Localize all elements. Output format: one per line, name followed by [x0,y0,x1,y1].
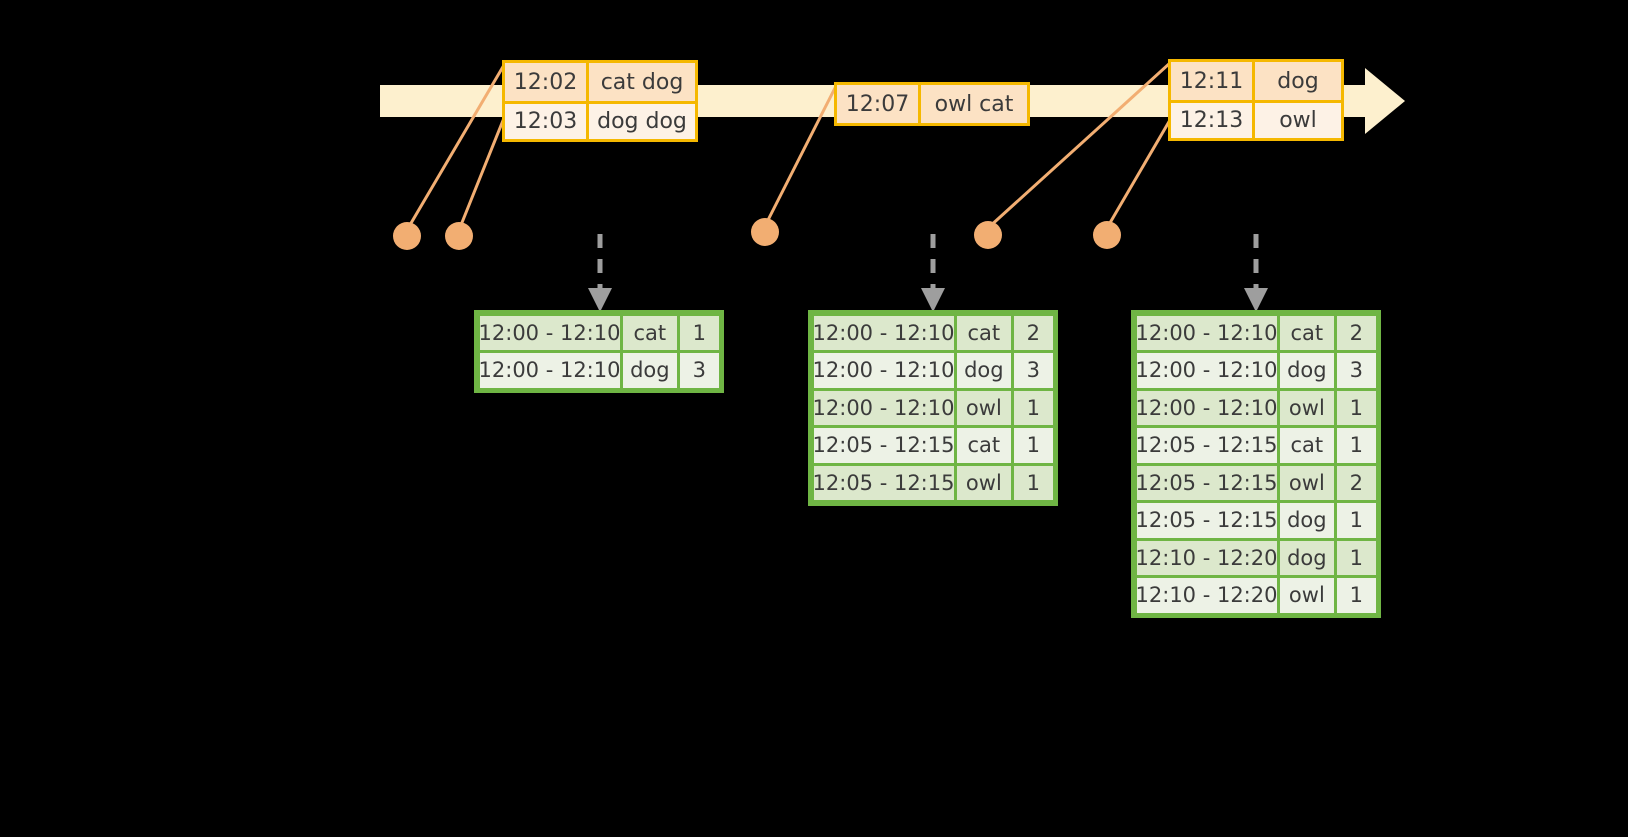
event-words: owl cat [921,85,1027,123]
cell-count: 1 [1014,390,1053,425]
event-time: 12:07 [837,85,921,123]
result-table-2: 12:00 - 12:10 cat 2 12:00 - 12:10 dog 3 … [808,310,1058,506]
flow-arrows [597,234,1259,288]
cell-key: owl [1279,578,1335,613]
cell-window: 12:05 - 12:15 [1136,428,1277,463]
timeline-arrowhead [1365,68,1405,134]
cell-count: 1 [1337,428,1376,463]
cell-window: 12:00 - 12:10 [479,353,620,388]
events-group-3: 12:11 dog 12:13 owl [1168,59,1344,141]
table-row: 12:00 - 12:10 cat 2 [812,314,1054,352]
event-dot [974,221,1002,249]
cell-key: cat [1279,428,1335,463]
cell-count: 3 [680,353,719,388]
cell-count: 1 [680,315,719,350]
cell-window: 12:05 - 12:15 [1136,503,1277,538]
event-words: dog dog [589,104,695,139]
cell-key: owl [1279,390,1335,425]
cell-window: 12:00 - 12:10 [1136,315,1277,350]
cell-key: dog [622,353,678,388]
cell-count: 1 [1014,428,1053,463]
event-dot [393,222,421,250]
event-time: 12:11 [1171,62,1255,100]
connector-dots [393,218,1121,250]
result-table-1: 12:00 - 12:10 cat 1 12:00 - 12:10 dog 3 [474,310,724,393]
cell-window: 12:00 - 12:10 [1136,353,1277,388]
cell-key: cat [956,315,1012,350]
table-row: 12:05 - 12:15 cat 1 [812,427,1054,465]
cell-count: 3 [1337,353,1376,388]
cell-key: owl [1279,465,1335,500]
cell-count: 1 [1337,503,1376,538]
table-row: 12:00 - 12:10 owl 1 [812,389,1054,427]
cell-count: 2 [1337,465,1376,500]
event-time: 12:03 [505,104,589,139]
table-row: 12:05 - 12:15 dog 1 [1135,502,1377,540]
table-row: 12:05 - 12:15 owl 1 [812,464,1054,502]
cell-count: 1 [1337,390,1376,425]
result-table-3: 12:00 - 12:10 cat 2 12:00 - 12:10 dog 3 … [1131,310,1381,618]
event-words: owl [1255,103,1341,138]
cell-key: dog [1279,503,1335,538]
events-group-2: 12:07 owl cat [834,82,1030,126]
event-row: 12:07 owl cat [837,85,1027,123]
table-row: 12:10 - 12:20 owl 1 [1135,577,1377,615]
cell-window: 12:10 - 12:20 [1136,540,1277,575]
cell-count: 1 [1014,465,1053,500]
cell-count: 1 [1337,540,1376,575]
cell-window: 12:00 - 12:10 [813,353,954,388]
event-words: dog [1255,62,1341,100]
cell-key: owl [956,465,1012,500]
table-row: 12:00 - 12:10 dog 3 [812,352,1054,390]
cell-key: cat [1279,315,1335,350]
cell-count: 2 [1014,315,1053,350]
event-dot [751,218,779,246]
cell-key: cat [622,315,678,350]
cell-window: 12:05 - 12:15 [813,465,954,500]
cell-window: 12:05 - 12:15 [1136,465,1277,500]
table-row: 12:00 - 12:10 dog 3 [1135,352,1377,390]
event-time: 12:02 [505,63,589,101]
table-row: 12:05 - 12:15 cat 1 [1135,427,1377,465]
event-row: 12:13 owl [1171,100,1341,138]
cell-count: 2 [1337,315,1376,350]
cell-window: 12:10 - 12:20 [1136,578,1277,613]
cell-key: dog [1279,540,1335,575]
cell-window: 12:05 - 12:15 [813,428,954,463]
table-row: 12:05 - 12:15 owl 2 [1135,464,1377,502]
event-row: 12:11 dog [1171,62,1341,100]
cell-count: 1 [1337,578,1376,613]
cell-key: owl [956,390,1012,425]
table-row: 12:00 - 12:10 owl 1 [1135,389,1377,427]
event-row: 12:02 cat dog [505,63,695,101]
cell-window: 12:00 - 12:10 [813,315,954,350]
events-group-1: 12:02 cat dog 12:03 dog dog [502,60,698,142]
event-dot [445,222,473,250]
table-row: 12:00 - 12:10 dog 3 [478,352,720,390]
event-words: cat dog [589,63,695,101]
cell-key: dog [956,353,1012,388]
flow-arrow-heads [588,288,1268,312]
cell-key: dog [1279,353,1335,388]
cell-key: cat [956,428,1012,463]
table-row: 12:10 - 12:20 dog 1 [1135,539,1377,577]
cell-window: 12:00 - 12:10 [813,390,954,425]
cell-count: 3 [1014,353,1053,388]
event-dot [1093,221,1121,249]
table-row: 12:00 - 12:10 cat 2 [1135,314,1377,352]
event-row: 12:03 dog dog [505,101,695,139]
cell-window: 12:00 - 12:10 [1136,390,1277,425]
event-time: 12:13 [1171,103,1255,138]
cell-window: 12:00 - 12:10 [479,315,620,350]
table-row: 12:00 - 12:10 cat 1 [478,314,720,352]
